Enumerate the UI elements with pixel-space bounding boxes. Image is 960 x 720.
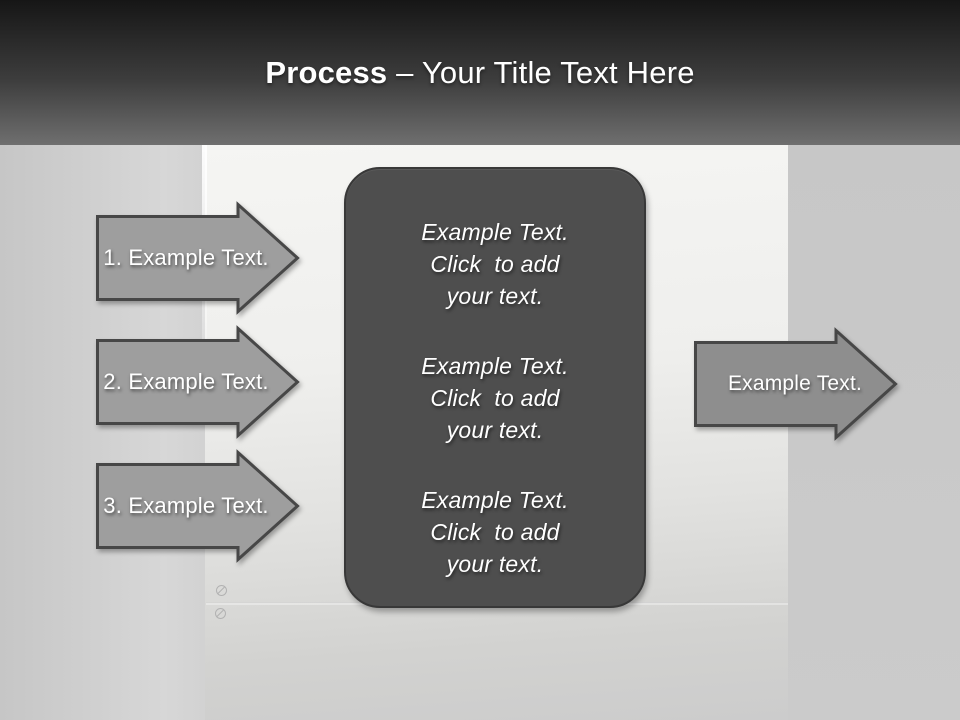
result-arrow[interactable]	[694, 327, 898, 441]
screw-icon	[215, 608, 226, 619]
header-band: Process – Your Title Text Here	[0, 0, 960, 145]
background-right-wall	[788, 145, 960, 720]
text-placeholder-1[interactable]: Example Text. Click to add your text.	[362, 216, 628, 312]
placeholder-line: Click to add	[430, 251, 560, 277]
center-text-panel[interactable]: Example Text. Click to add your text. Ex…	[344, 167, 646, 608]
placeholder-line: Click to add	[430, 519, 560, 545]
title-text: – Your Title Text Here	[387, 55, 695, 90]
process-arrow-1[interactable]	[96, 201, 300, 315]
screw-icon	[216, 585, 227, 596]
arrow-shape-icon	[96, 449, 300, 563]
placeholder-line: Click to add	[430, 385, 560, 411]
placeholder-line: your text.	[446, 283, 544, 309]
placeholder-line: Example Text.	[421, 487, 569, 513]
slide-title[interactable]: Process – Your Title Text Here	[0, 55, 960, 91]
arrow-shape-icon	[96, 325, 300, 439]
process-arrow-2[interactable]	[96, 325, 300, 439]
title-emphasis: Process	[265, 55, 388, 90]
arrow-shape-icon	[96, 201, 300, 315]
text-placeholder-3[interactable]: Example Text. Click to add your text.	[362, 484, 628, 580]
placeholder-line: your text.	[446, 551, 544, 577]
text-placeholder-2[interactable]: Example Text. Click to add your text.	[362, 350, 628, 446]
placeholder-line: Example Text.	[421, 219, 569, 245]
arrow-shape-icon	[694, 327, 898, 441]
placeholder-line: your text.	[446, 417, 544, 443]
placeholder-line: Example Text.	[421, 353, 569, 379]
process-arrow-3[interactable]	[96, 449, 300, 563]
